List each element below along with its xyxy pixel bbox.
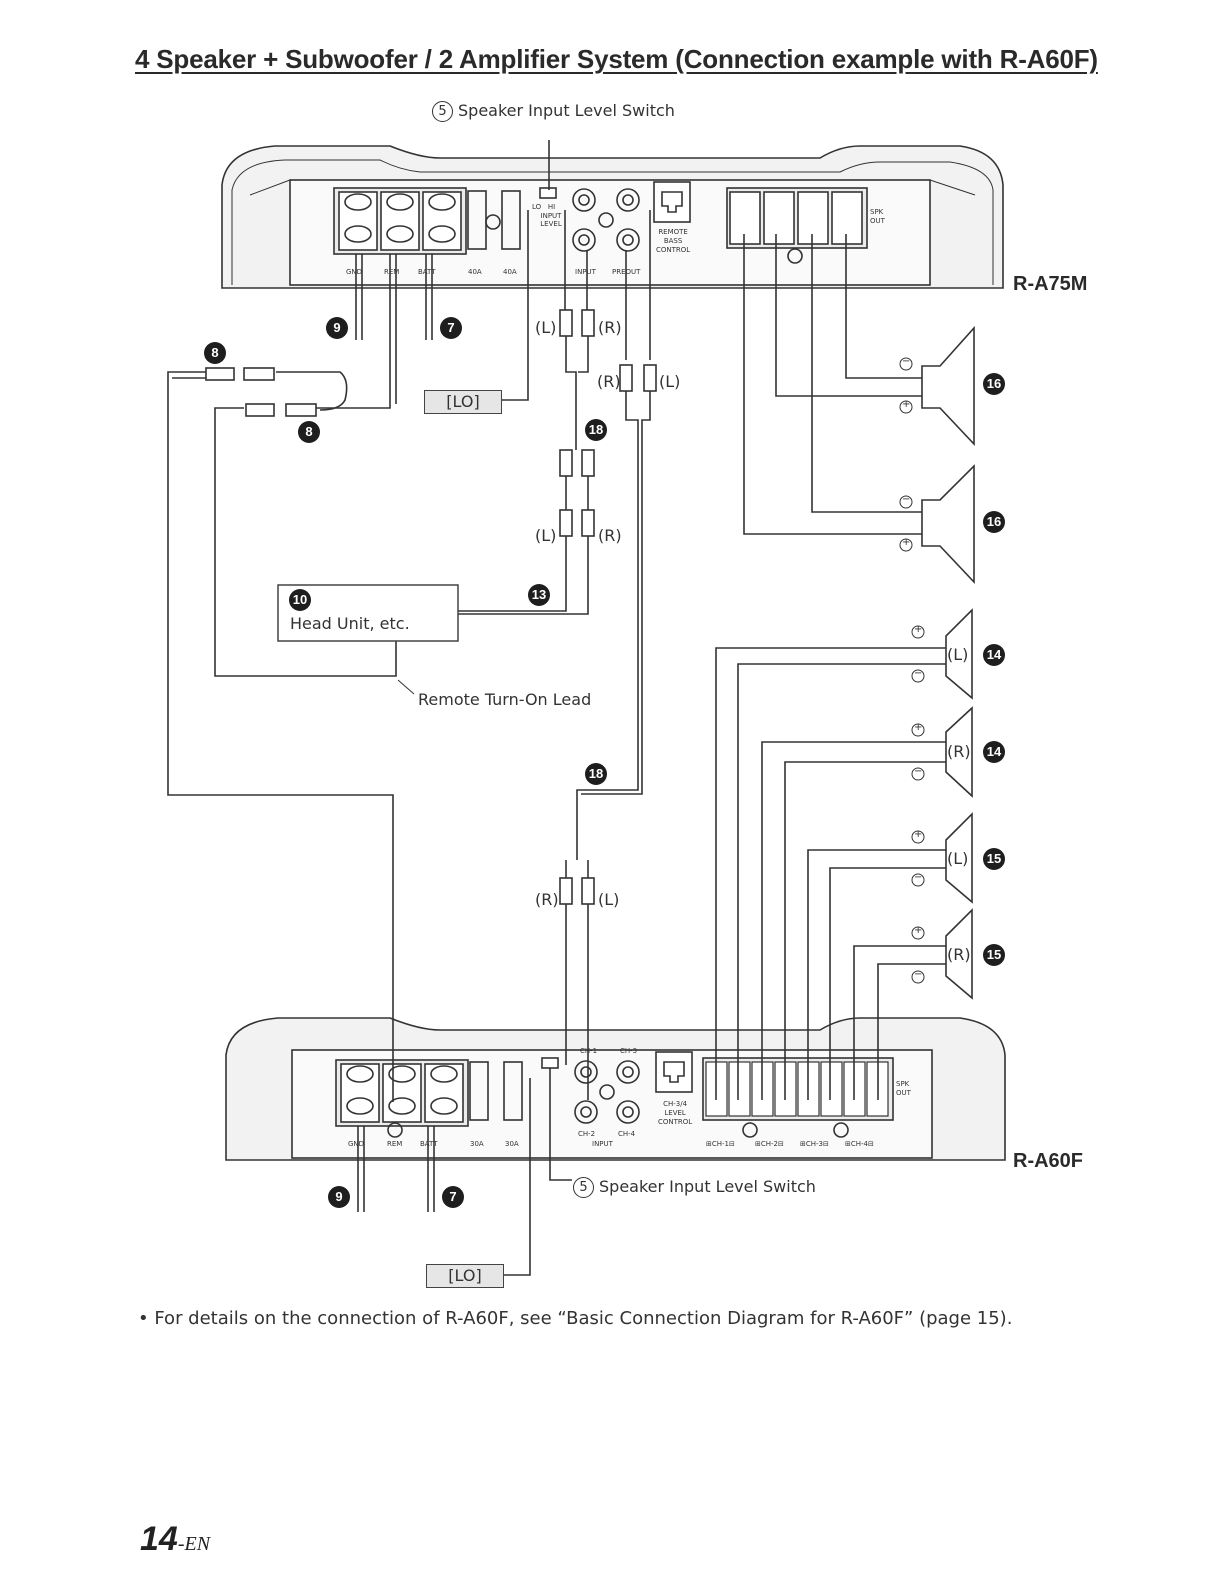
badge-battery-bottom: 7 xyxy=(442,1186,464,1208)
sign-rl-plus: + xyxy=(914,829,923,840)
rca-label-r4: (R) xyxy=(535,890,559,909)
front-right-label: (R) xyxy=(947,742,971,761)
sign-sub2-minus: − xyxy=(902,494,911,505)
badge-head-unit: 10 xyxy=(289,589,311,611)
badge-subwoofer-2: 16 xyxy=(983,511,1005,533)
badge-subwoofer-1: 16 xyxy=(983,373,1005,395)
rear-right-label: (R) xyxy=(947,945,971,964)
rca-label-r1: (R) xyxy=(598,318,622,337)
bottom-ch3: CH-3 xyxy=(620,1047,638,1055)
rca-label-l4: (L) xyxy=(598,890,620,909)
badge-power-bottom: 9 xyxy=(328,1186,350,1208)
sign-fl-plus: + xyxy=(914,624,923,635)
page-title: 4 Speaker + Subwoofer / 2 Amplifier Syst… xyxy=(135,44,1098,74)
power-wires xyxy=(167,254,435,1212)
bottom-channel-ch2: ⊞CH-2⊟ xyxy=(755,1140,784,1148)
speaker-shapes xyxy=(921,325,975,1000)
badge-rca-extension-top: 18 xyxy=(585,419,607,441)
badge-fuse-2: 8 xyxy=(298,421,320,443)
sign-sub2-plus: + xyxy=(902,537,911,548)
bottom-batt: BATT xyxy=(420,1140,438,1148)
amplifier-top-body xyxy=(221,145,1004,289)
head-unit-label: Head Unit, etc. xyxy=(290,614,410,633)
badge-front-right: 14 xyxy=(983,741,1005,763)
lo-box-bottom: [LO] xyxy=(426,1264,504,1288)
rca-label-l1: (L) xyxy=(535,318,557,337)
bottom-channel-ch1: ⊞CH-1⊟ xyxy=(706,1140,735,1148)
speaker-wires xyxy=(715,647,946,1100)
footnote: • For details on the connection of R-A60… xyxy=(138,1308,1013,1329)
top-rem: REM xyxy=(384,268,400,276)
rca-label-l3: (L) xyxy=(535,526,557,545)
badge-rca-cable: 13 xyxy=(528,584,550,606)
top-fuse-1: 40A xyxy=(468,268,482,276)
bottom-rem: REM xyxy=(387,1140,403,1148)
lo-box-top: [LO] xyxy=(424,390,502,414)
rca-wires xyxy=(458,140,657,1276)
top-gnd: GND xyxy=(346,268,363,276)
top-lo-hi: LO HI xyxy=(532,203,556,211)
rca-label-r2: (R) xyxy=(597,372,621,391)
badge-rear-right: 15 xyxy=(983,944,1005,966)
bottom-channel-ch4: ⊞CH-4⊟ xyxy=(845,1140,874,1148)
sign-fr-plus: + xyxy=(914,722,923,733)
bottom-ch2: CH-2 xyxy=(578,1130,596,1138)
bottom-ch4: CH-4 xyxy=(618,1130,636,1138)
sign-rl-minus: − xyxy=(914,872,923,883)
page-number: 14-EN xyxy=(140,1520,211,1558)
sign-sub1-minus: − xyxy=(902,356,911,367)
top-input-level: INPUT LEVEL xyxy=(540,212,562,228)
model-top: R-A75M xyxy=(1013,273,1088,295)
badge-rear-left: 15 xyxy=(983,848,1005,870)
top-input: INPUT xyxy=(575,268,596,276)
amplifier-bottom-body xyxy=(225,1017,1006,1161)
sign-fl-minus: − xyxy=(914,668,923,679)
model-bottom: R-A60F xyxy=(1013,1150,1084,1172)
front-left-label: (L) xyxy=(947,645,969,664)
badge-power-top: 9 xyxy=(326,317,348,339)
sign-rr-plus: + xyxy=(914,925,923,936)
top-fuse-2: 40A xyxy=(503,268,517,276)
sign-fr-minus: − xyxy=(914,766,923,777)
rca-label-r3: (R) xyxy=(598,526,622,545)
bottom-gnd: GND xyxy=(348,1140,365,1148)
bottom-fuse-1: 30A xyxy=(470,1140,484,1148)
bottom-channel-ch3: ⊞CH-3⊟ xyxy=(800,1140,829,1148)
badge-front-left: 14 xyxy=(983,644,1005,666)
sign-sub1-plus: + xyxy=(902,399,911,410)
subwoofer-wires xyxy=(743,234,922,535)
bottom-ch1: CH-1 xyxy=(580,1047,598,1055)
sign-rr-minus: − xyxy=(914,969,923,980)
badge-fuse-1: 8 xyxy=(204,342,226,364)
rear-left-label: (L) xyxy=(947,849,969,868)
top-batt: BATT xyxy=(418,268,436,276)
remote-lead-label: Remote Turn-On Lead xyxy=(418,690,592,709)
badge-rca-extension-bottom: 18 xyxy=(585,763,607,785)
top-preout: PREOUT xyxy=(612,268,641,276)
rca-label-l2: (L) xyxy=(659,372,681,391)
bottom-fuse-2: 30A xyxy=(505,1140,519,1148)
badge-battery-top: 7 xyxy=(440,317,462,339)
speaker-terminals xyxy=(899,357,925,984)
bottom-input: INPUT xyxy=(592,1140,613,1148)
